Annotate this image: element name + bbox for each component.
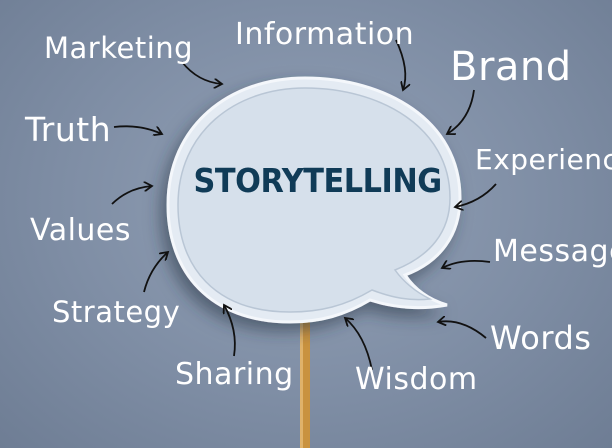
- word-strategy: Strategy: [52, 295, 181, 329]
- storytelling-title: STORYTELLING: [193, 161, 442, 200]
- word-marketing: Marketing: [44, 31, 194, 65]
- word-message: Message: [493, 234, 612, 269]
- word-brand: Brand: [450, 44, 572, 90]
- arrow-experience: [455, 183, 497, 207]
- arrow-sharing: [224, 305, 236, 357]
- arrow-brand: [447, 89, 475, 134]
- word-experience: Experience: [475, 143, 612, 176]
- word-values: Values: [30, 213, 132, 248]
- arrow-marketing: [181, 61, 222, 84]
- arrow-truth: [113, 125, 162, 134]
- word-truth: Truth: [25, 110, 112, 149]
- arrow-words: [438, 321, 487, 339]
- arrow-message: [442, 261, 491, 268]
- arrow-information: [395, 39, 405, 90]
- arrow-strategy: [143, 252, 168, 293]
- word-words: Words: [490, 319, 592, 357]
- word-sharing: Sharing: [175, 357, 294, 392]
- stick: [300, 295, 310, 448]
- word-wisdom: Wisdom: [355, 362, 478, 397]
- word-information: Information: [235, 17, 415, 52]
- arrow-values: [111, 186, 152, 205]
- arrow-wisdom: [345, 318, 373, 371]
